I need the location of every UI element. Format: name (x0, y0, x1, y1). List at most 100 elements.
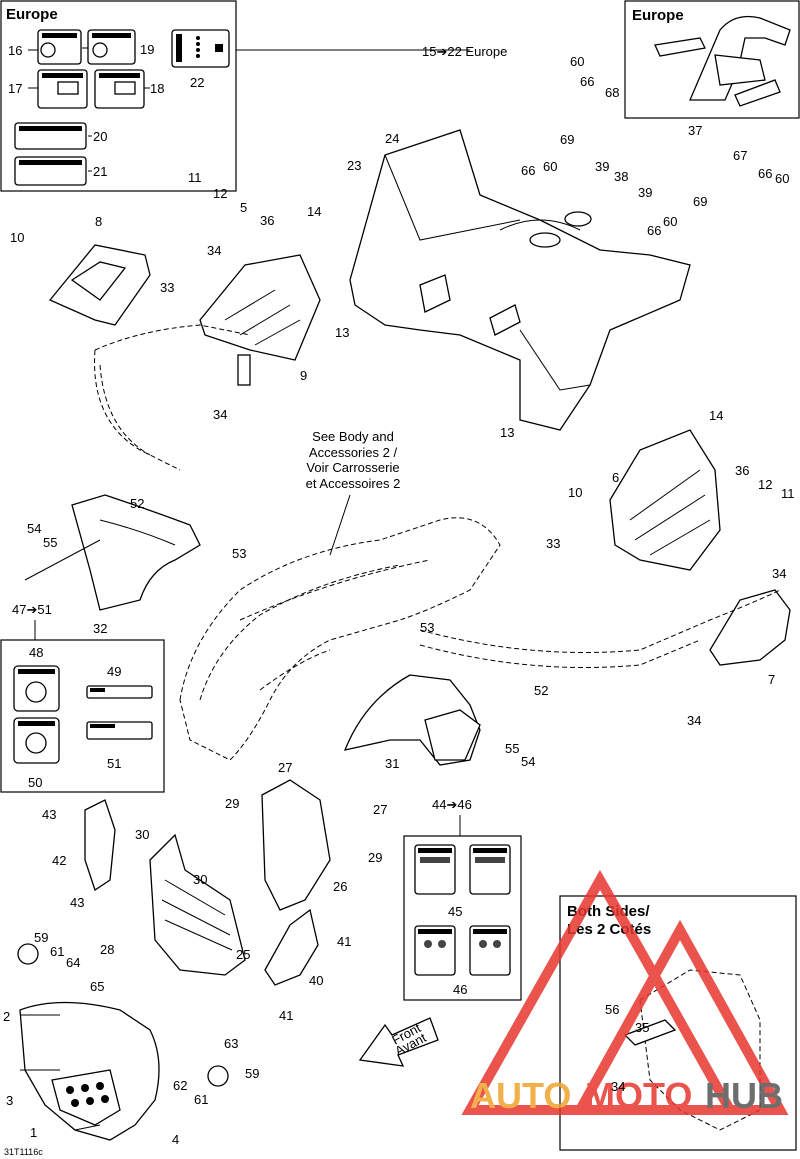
part-40: 40 (309, 973, 323, 988)
part-66-b: 66 (758, 166, 772, 181)
part-37: 37 (688, 123, 702, 138)
part-67: 67 (733, 148, 747, 163)
part-14-b: 14 (709, 408, 723, 423)
part-27-b: 27 (373, 802, 387, 817)
part-53-b: 53 (420, 620, 434, 635)
part-49: 49 (107, 664, 121, 679)
part-41-b: 41 (279, 1008, 293, 1023)
europe-rack-title: Europe (632, 7, 684, 24)
part-2: 2 (3, 1009, 10, 1024)
part-33-a: 33 (160, 280, 174, 295)
decal-box-45-46 (403, 835, 522, 1001)
range-44-46: 44➔46 (432, 797, 472, 812)
part-34-a: 34 (207, 243, 221, 258)
see-body-note: See Body and Accessories 2 / Voir Carros… (306, 429, 401, 556)
part-53-a: 53 (232, 546, 246, 561)
part-14-a: 14 (307, 204, 321, 219)
body-frame (179, 517, 501, 761)
part-13-b: 13 (500, 425, 514, 440)
part-17: 17 (8, 81, 22, 96)
leader-lines (20, 47, 470, 1131)
part-45: 45 (448, 904, 462, 919)
part-28: 28 (100, 942, 114, 957)
part-60-b: 60 (775, 171, 789, 186)
part-20: 20 (93, 129, 107, 144)
lower-grille (84, 779, 331, 986)
see-body-line-2: Accessories 2 / (309, 445, 398, 460)
part-55-a: 55 (43, 535, 57, 550)
part-52-b: 52 (534, 683, 548, 698)
part-69-b: 69 (693, 194, 707, 209)
front-fascia (349, 129, 691, 431)
part-39-b: 39 (638, 185, 652, 200)
see-body-line-4: et Accessoires 2 (306, 476, 401, 491)
part-4: 4 (172, 1132, 179, 1147)
diagram-code: 31T1116c (4, 1147, 43, 1157)
part-65: 65 (90, 979, 104, 994)
part-27-a: 27 (278, 760, 292, 775)
part-55-b: 55 (505, 741, 519, 756)
part-66-c: 66 (521, 163, 535, 178)
part-63: 63 (224, 1036, 238, 1051)
part-66-d: 66 (647, 223, 661, 238)
part-48: 48 (29, 645, 43, 660)
range-47-51: 47➔51 (12, 602, 52, 617)
part-54-b: 54 (521, 754, 535, 769)
part-3: 3 (6, 1093, 13, 1108)
part-38: 38 (614, 169, 628, 184)
right-rack (419, 429, 791, 668)
see-body-line-3: Voir Carrosserie (306, 460, 399, 475)
part-52-a: 52 (130, 496, 144, 511)
part-21: 21 (93, 164, 107, 179)
part-6: 6 (612, 470, 619, 485)
part-64: 64 (66, 955, 80, 970)
part-34-b: 34 (213, 407, 227, 422)
part-56: 56 (605, 1002, 619, 1017)
part-50: 50 (28, 775, 42, 790)
part-41-a: 41 (337, 934, 351, 949)
watermark-moto: MOTO (585, 1075, 692, 1116)
part-19: 19 (140, 42, 154, 57)
part-34-d: 34 (687, 713, 701, 728)
europe-labels-box: Europe (0, 0, 237, 192)
part-26: 26 (333, 879, 347, 894)
part-60-a: 60 (570, 54, 584, 69)
part-59-a: 59 (34, 930, 48, 945)
part-11-b: 11 (781, 486, 795, 501)
left-fender (71, 494, 201, 611)
watermark-auto: AUTO (470, 1075, 571, 1116)
part-59-b: 59 (245, 1066, 259, 1081)
europe-rack-box: Europe (624, 0, 800, 119)
part-51: 51 (107, 756, 121, 771)
part-32: 32 (93, 621, 107, 636)
part-36-a: 36 (260, 213, 274, 228)
part-13-a: 13 (335, 325, 349, 340)
part-61-a: 61 (50, 944, 64, 959)
part-31: 31 (385, 756, 399, 771)
left-rack (48, 244, 321, 471)
part-18: 18 (150, 81, 164, 96)
part-10-a: 10 (10, 230, 24, 245)
part-46: 46 (453, 982, 467, 997)
part-23: 23 (347, 158, 361, 173)
part-22: 22 (190, 75, 204, 90)
watermark-hub: HUB (705, 1075, 783, 1116)
part-42: 42 (52, 853, 66, 868)
part-12-b: 12 (758, 477, 772, 492)
part-60-c: 60 (543, 159, 557, 174)
part-43-a: 43 (42, 807, 56, 822)
part-39-a: 39 (595, 159, 609, 174)
front-bumper (17, 943, 229, 1141)
right-fender (343, 674, 481, 766)
part-8: 8 (95, 214, 102, 229)
part-30-b: 30 (193, 872, 207, 887)
part-10-b: 10 (568, 485, 582, 500)
part-43-b: 43 (70, 895, 84, 910)
part-7: 7 (768, 672, 775, 687)
part-60-d: 60 (663, 214, 677, 229)
part-69-a: 69 (560, 132, 574, 147)
front-arrow: Front Avant (358, 1017, 439, 1067)
part-29-b: 29 (368, 850, 382, 865)
part-number-labels: 16 19 22 17 18 20 21 60 66 68 69 37 67 6… (3, 42, 795, 1147)
